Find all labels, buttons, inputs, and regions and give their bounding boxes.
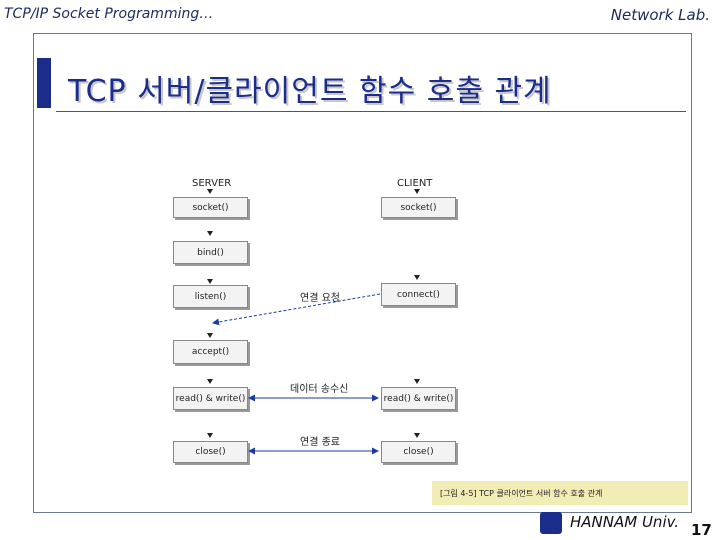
- arrow-down-icon: [414, 433, 420, 438]
- slide-title: TCP 서버/클라이언트 함수 호출 관계: [68, 74, 552, 109]
- arrow-down-icon: [207, 433, 213, 438]
- arrow-down-icon: [207, 333, 213, 338]
- figure-caption: [그림 4-5] TCP 클라이언트 서버 함수 호출 관계: [432, 481, 688, 505]
- client-readwrite-box: read() & write(): [381, 387, 456, 410]
- server-bind-box: bind(): [173, 241, 248, 264]
- arrow-down-icon: [414, 275, 420, 280]
- arrow-down-icon: [207, 231, 213, 236]
- arrow-down-icon: [207, 189, 213, 194]
- client-label: CLIENT: [397, 178, 433, 189]
- header-course-title: TCP/IP Socket Programming…: [4, 6, 214, 22]
- close-connection-label: 연결 종료: [300, 437, 340, 448]
- title-underline: [56, 111, 686, 112]
- connect-request-label: 연결 요청: [300, 293, 340, 304]
- page-number: 17: [691, 521, 712, 539]
- arrow-down-icon: [414, 379, 420, 384]
- slide-frame: [33, 33, 692, 513]
- server-socket-box: socket(): [173, 197, 248, 218]
- server-readwrite-box: read() & write(): [173, 387, 248, 410]
- university-name: HANNAM Univ.: [570, 513, 680, 531]
- header-lab-name: Network Lab.: [610, 6, 710, 24]
- university-logo-icon: [540, 512, 562, 534]
- title-accent-bar: [37, 58, 51, 108]
- client-socket-box: socket(): [381, 197, 456, 218]
- arrow-down-icon: [207, 279, 213, 284]
- server-listen-box: listen(): [173, 285, 248, 308]
- client-connect-box: connect(): [381, 283, 456, 306]
- data-exchange-label: 데이터 송수신: [290, 384, 349, 395]
- server-label: SERVER: [192, 178, 232, 189]
- arrow-down-icon: [414, 189, 420, 194]
- server-close-box: close(): [173, 441, 248, 463]
- arrow-down-icon: [207, 379, 213, 384]
- server-accept-box: accept(): [173, 340, 248, 364]
- connect-request-arrow: [212, 293, 381, 326]
- client-close-box: close(): [381, 441, 456, 463]
